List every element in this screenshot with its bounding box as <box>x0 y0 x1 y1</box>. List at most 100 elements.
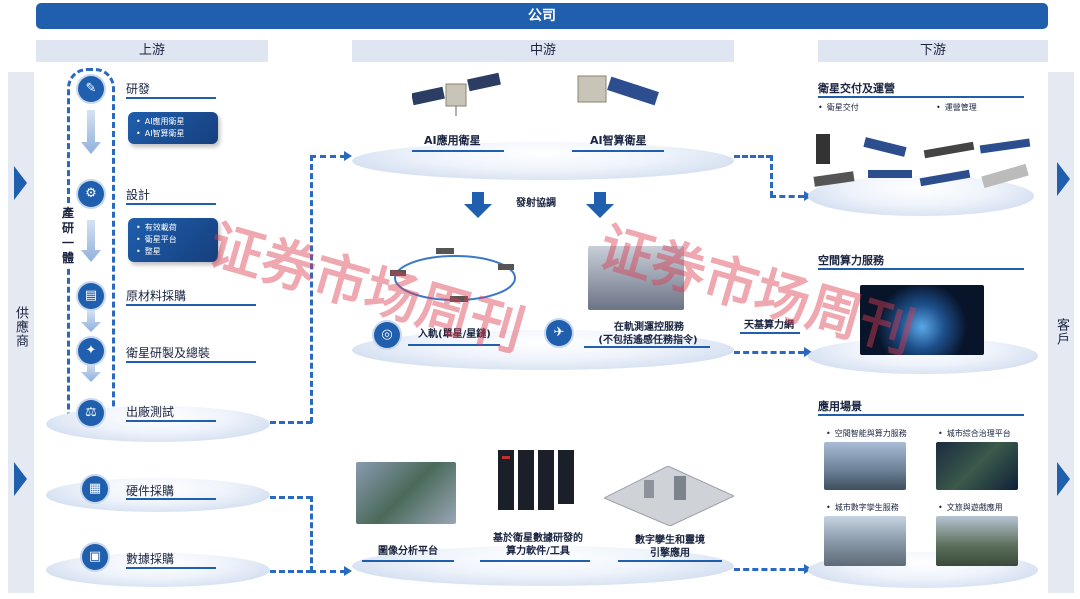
materials-icon: ▤ <box>78 283 104 309</box>
connector-proc-right <box>310 570 346 573</box>
ai-app-satellite-underline <box>412 150 504 152</box>
supplier-arrow-1 <box>14 166 27 200</box>
column-header-downstream: 下游 <box>818 40 1048 62</box>
supplier-arrow-2 <box>14 462 27 496</box>
upstream-flow-arrows <box>81 110 101 382</box>
connector-proc-v <box>310 496 313 572</box>
space-net-underline <box>740 332 800 334</box>
step-test-underline <box>126 420 216 422</box>
ttc-icon: ✈ <box>546 320 572 346</box>
image-analysis-photo <box>356 462 456 524</box>
customer-arrow-1 <box>1057 162 1070 196</box>
step-design-label: 設計 <box>126 188 151 202</box>
ttc-label: 在軌測運控服務 <box>614 322 684 333</box>
connector-orbit-h <box>734 351 804 354</box>
rnd-card: AI應用衛星 AI智算衛星 <box>128 112 218 144</box>
ai-compute-satellite-icon <box>577 75 659 106</box>
ai-app-satellite-label: AI應用衛星 <box>424 134 481 147</box>
compute-title-underline <box>818 268 1024 270</box>
earth-network-photo <box>860 285 984 355</box>
column-header-upstream: 上游 <box>36 40 268 62</box>
orbit-underline <box>408 344 500 346</box>
step-assembly-label: 衛星研製及總裝 <box>126 346 211 360</box>
column-header-midstream: 中游 <box>352 40 734 62</box>
rnd-item-2: AI智算衛星 <box>136 128 210 140</box>
app-item-4: 文旅與遊戲應用 <box>938 502 1003 513</box>
digital-twin-icon <box>604 466 734 526</box>
connector-test-v <box>310 155 313 423</box>
connector-test-h <box>270 421 312 424</box>
hardware-label: 硬件採購 <box>126 484 175 498</box>
step-materials-underline <box>126 304 256 306</box>
design-item-1: 有效載荷 <box>136 222 210 234</box>
customer-bar <box>1048 72 1074 593</box>
data-icon: ▣ <box>82 544 108 570</box>
ai-compute-satellite-underline <box>572 150 664 152</box>
connector-sw-h <box>734 568 804 571</box>
test-icon: ⚖ <box>78 400 104 426</box>
software-tools-label: 基於衛星數據研發的 算力軟件/工具 <box>493 533 583 557</box>
step-rnd-label: 研發 <box>126 82 151 96</box>
software-ellipse <box>352 546 734 586</box>
assembly-icon: ✦ <box>78 338 104 364</box>
mission-control-photo <box>588 246 684 310</box>
connector-sat-h <box>734 155 772 158</box>
supplier-label: 供應商 <box>13 306 28 348</box>
space-net-label: 天基算力網 <box>744 320 794 331</box>
ttc-underline <box>584 346 710 348</box>
orbit-label: 入軌(單星/星鏈) <box>418 329 491 340</box>
hardware-icon: ▦ <box>82 476 108 502</box>
image-analysis-underline <box>362 560 454 562</box>
app-photo-2 <box>936 442 1018 490</box>
design-item-3: 整星 <box>136 246 210 258</box>
customer-arrow-2 <box>1057 462 1070 496</box>
ttc-sublabel: (不包括遙感任務指令) <box>598 335 698 346</box>
step-rnd-underline <box>126 97 216 99</box>
launch-label: 發射協調 <box>516 198 556 209</box>
step-assembly-underline <box>126 361 256 363</box>
digital-twin-label: 數字孿生和靈境 引擎應用 <box>635 535 705 559</box>
image-analysis-label: 圖像分析平台 <box>378 546 438 557</box>
connector-test-top <box>310 155 346 158</box>
ai-app-satellite-icon <box>412 72 501 116</box>
app-photo-3 <box>824 516 906 566</box>
rnd-item-1: AI應用衛星 <box>136 116 210 128</box>
connector-proc-arrow <box>344 566 352 576</box>
constellation-icon <box>390 248 516 302</box>
orbit-ellipse <box>352 330 734 370</box>
connector-orbit-arrow <box>804 347 812 357</box>
hardware-underline <box>126 498 216 500</box>
supplier-bar <box>8 72 34 593</box>
company-banner: 公司 <box>36 3 1048 29</box>
server-racks-icon <box>498 450 574 510</box>
step-test-label: 出廠測試 <box>126 405 175 419</box>
app-item-1: 空間智能與算力服務 <box>826 428 907 439</box>
ai-compute-satellite-label: AI智算衛星 <box>590 134 647 147</box>
data-label: 數據採購 <box>126 552 175 566</box>
customer-label: 客戶 <box>1054 318 1069 346</box>
compute-title: 空間算力服務 <box>818 254 884 267</box>
delivery-title-underline <box>818 96 1024 98</box>
app-item-2: 城市綜合治理平台 <box>938 428 1011 439</box>
software-tools-underline <box>480 560 590 562</box>
design-card: 有效載荷 衛星平台 整星 <box>128 218 218 262</box>
connector-data-h <box>270 570 312 573</box>
design-item-2: 衛星平台 <box>136 234 210 246</box>
orbit-icon: ◎ <box>374 322 400 348</box>
step-materials-label: 原材料採購 <box>126 289 187 303</box>
design-icon: ⚙ <box>78 181 104 207</box>
apps-title-underline <box>818 414 1024 416</box>
step-design-underline <box>126 203 216 205</box>
delivery-item-1: 衛星交付 <box>818 102 859 113</box>
satellite-ellipse <box>352 142 734 180</box>
connector-test-arrow <box>344 151 352 161</box>
apps-title: 應用場景 <box>818 400 862 413</box>
connector-hw-h <box>270 496 312 499</box>
delivery-item-2: 運營管理 <box>936 102 977 113</box>
data-underline <box>126 567 216 569</box>
delivery-title: 衛星交付及運營 <box>818 82 895 95</box>
app-photo-4 <box>936 516 1018 566</box>
satellite-fleet-icon <box>813 134 1031 189</box>
rnd-icon: ✎ <box>78 76 104 102</box>
app-item-3: 城市數字孿生服務 <box>826 502 899 513</box>
